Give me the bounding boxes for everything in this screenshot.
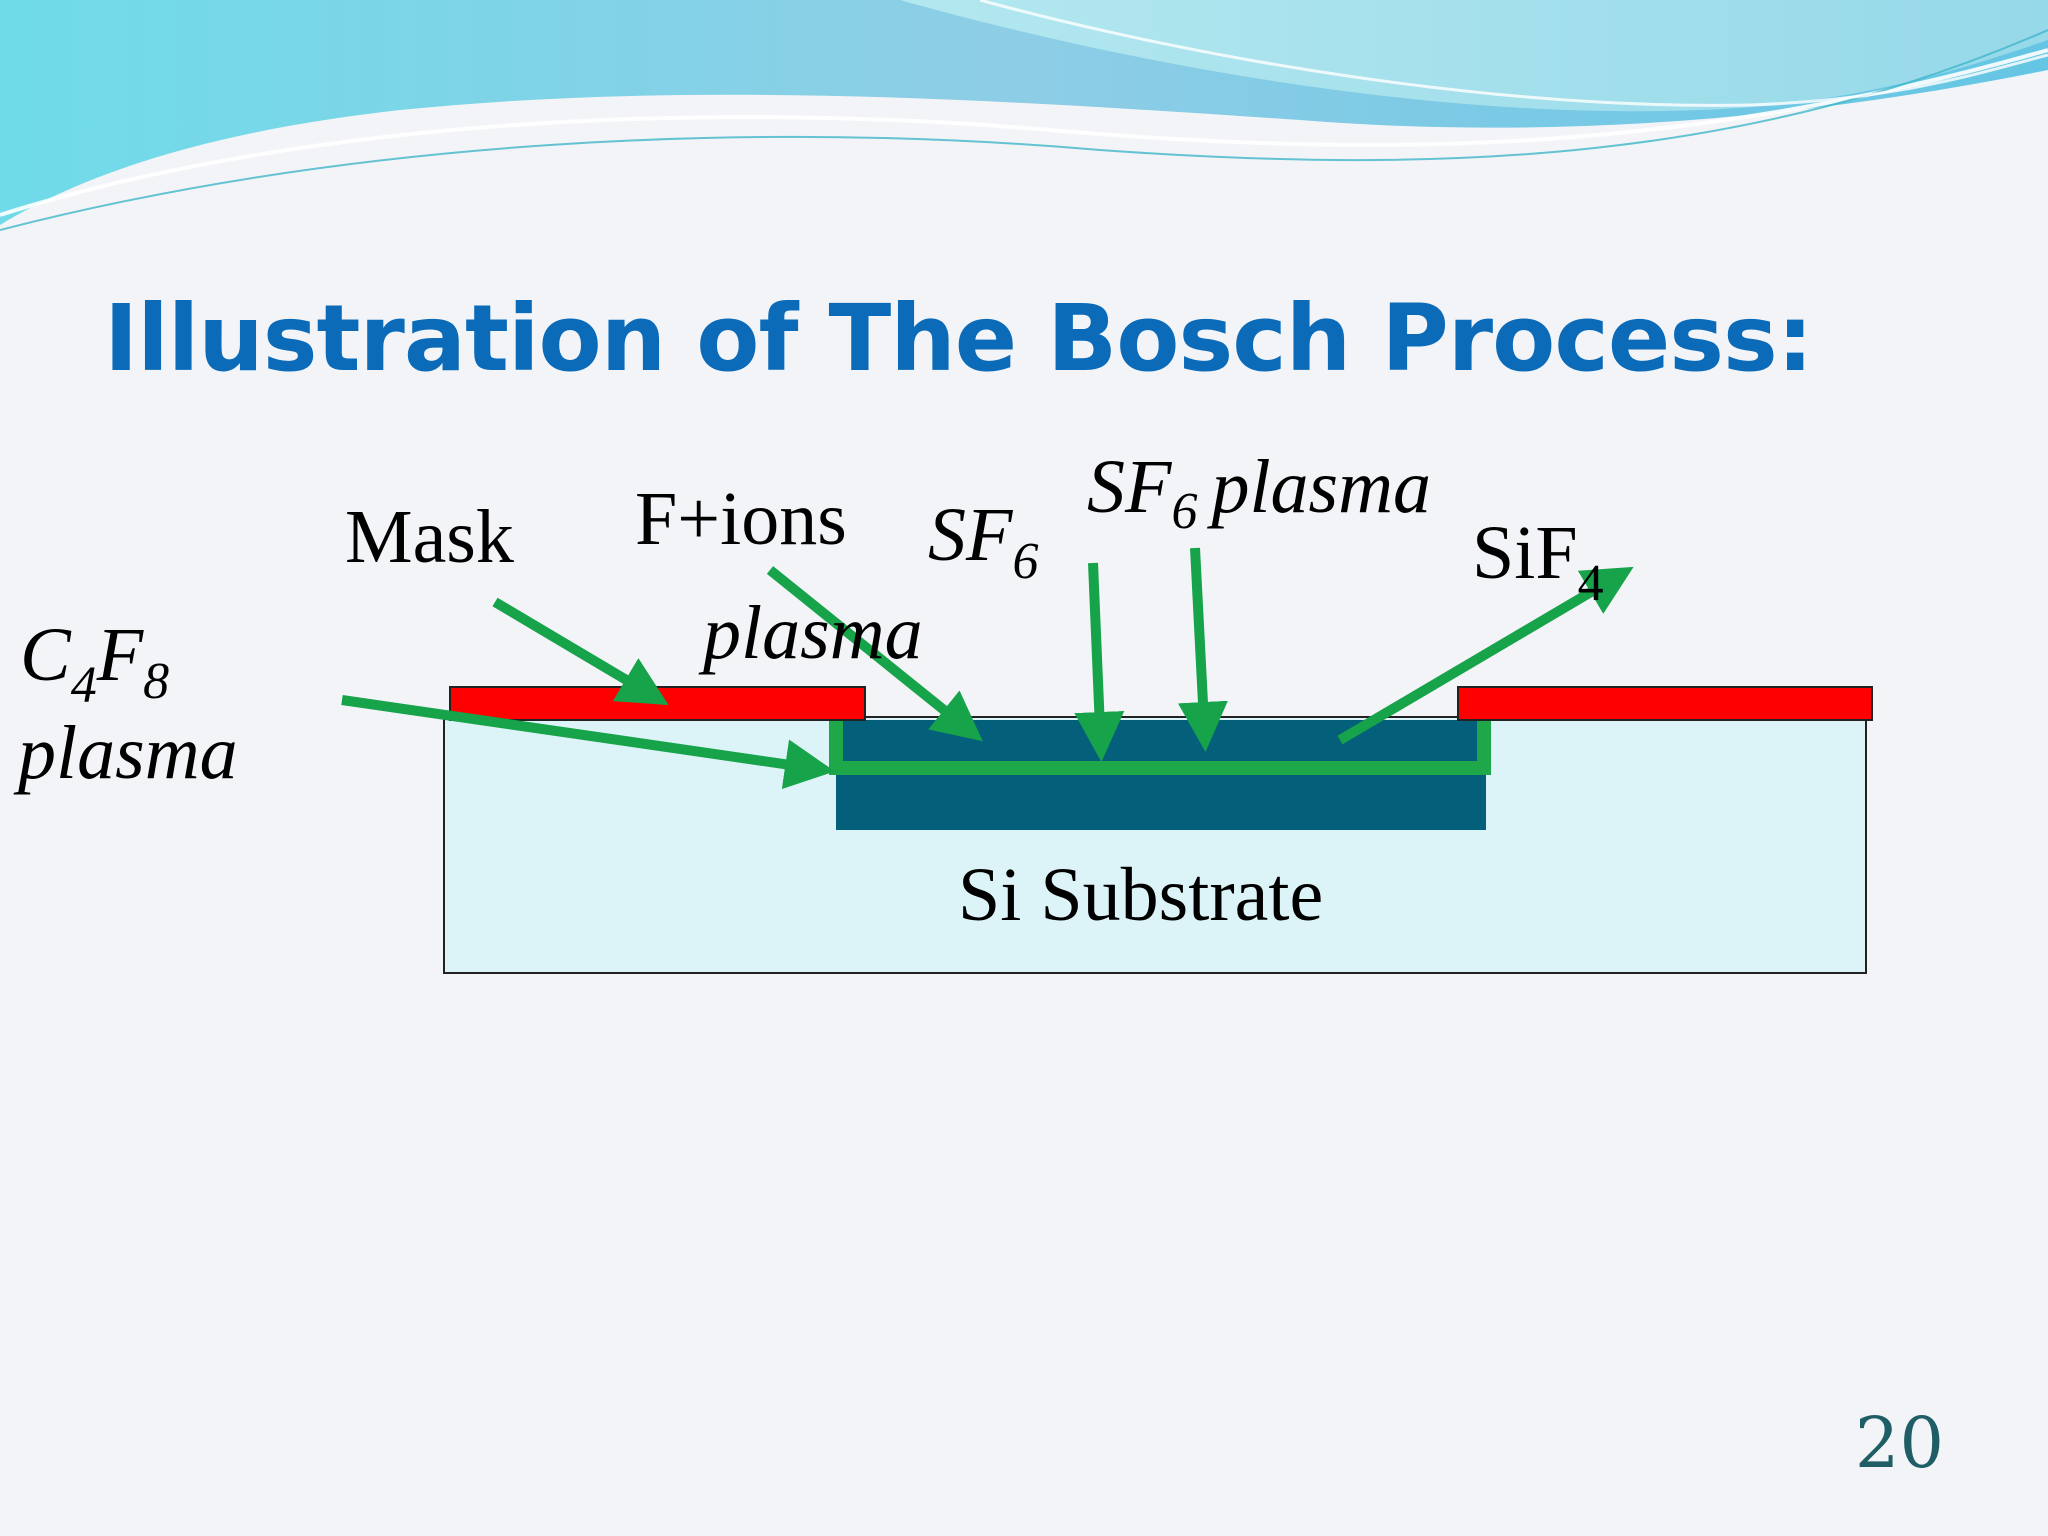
substrate-label: Si Substrate [958, 853, 1323, 937]
sf6-left-subscript: 6 [1012, 533, 1038, 590]
c4f8-plasma-label: plasma [13, 711, 238, 795]
sif4-label: SiF4 [1472, 511, 1604, 612]
sf6-top-text: SF [1087, 445, 1173, 529]
sf6-left-label: SF6 [928, 493, 1038, 590]
wave-header-decoration [0, 0, 2048, 231]
c4f8-label: C4F8 [20, 613, 169, 714]
mask-arrow [492, 597, 669, 706]
f-ions-label: F+ions [635, 477, 847, 561]
c4f8-f-subscript: 8 [143, 653, 169, 710]
sif4-arrow [1337, 566, 1634, 745]
c4f8-c: C [20, 613, 72, 697]
slide-title: Illustration of The Bosch Process: [104, 285, 1814, 392]
c4f8-f: F [96, 613, 145, 697]
sf6-top-subscript: 6 [1171, 483, 1197, 540]
sf6-plasma-left-label: plasma [698, 591, 923, 675]
sif4-subscript: 4 [1578, 555, 1604, 612]
f-ions-arrow [766, 566, 983, 742]
sf6-arrow-1 [1074, 562, 1125, 762]
passivation-layer [829, 720, 1491, 775]
c4f8-c-subscript: 4 [71, 657, 97, 714]
mask-right [1457, 686, 1873, 721]
sif4-text: SiF [1472, 511, 1578, 595]
sf6-left-text: SF [928, 493, 1014, 577]
mask-label: Mask [345, 495, 514, 579]
c4f8-arrow [341, 695, 835, 790]
page-number: 20 [1854, 1402, 1944, 1484]
sf6-arrow-2 [1177, 547, 1228, 752]
sf6-top-plasma: plasma [1206, 445, 1431, 529]
